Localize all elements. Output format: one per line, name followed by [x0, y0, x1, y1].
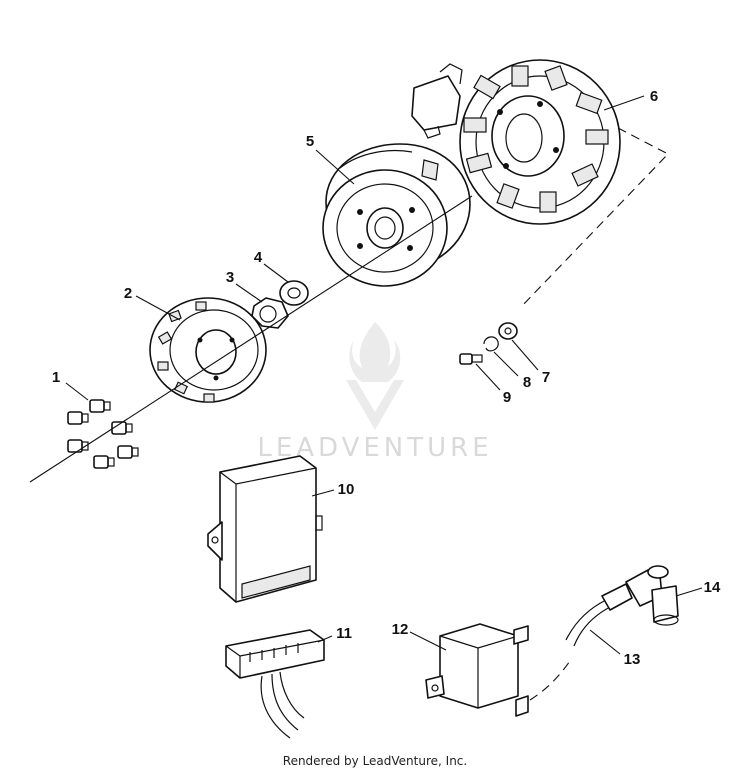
callout-1: 1	[52, 369, 60, 386]
callout-14: 14	[704, 579, 721, 596]
flat-washer-part[interactable]	[498, 322, 518, 340]
callout-4: 4	[254, 249, 263, 266]
flywheel-part[interactable]	[322, 143, 471, 287]
spark-plug-wire-part[interactable]	[565, 599, 613, 647]
callout-5: 5	[306, 133, 314, 150]
cdi-module-part[interactable]	[207, 455, 323, 603]
callout-8: 8	[523, 374, 531, 391]
callout-7: 7	[542, 369, 550, 386]
starter-cup-part[interactable]	[149, 297, 267, 403]
callout-6: 6	[650, 88, 658, 105]
bolt-set-part[interactable]	[67, 399, 139, 469]
callout-9: 9	[503, 389, 511, 406]
footer-credit: Rendered by LeadVenture, Inc.	[282, 754, 468, 768]
stator-part[interactable]	[411, 59, 621, 225]
washer-part[interactable]	[279, 280, 309, 306]
callout-11: 11	[336, 625, 352, 642]
callout-10: 10	[338, 481, 355, 498]
callout-13: 13	[624, 651, 641, 668]
lock-washer-part[interactable]	[483, 336, 499, 352]
ignition-coil-part[interactable]	[425, 623, 573, 717]
callout-2: 2	[124, 285, 132, 302]
connector-part[interactable]	[225, 629, 325, 739]
spark-plug-cap-part[interactable]	[601, 565, 679, 626]
watermark-logo	[346, 322, 404, 430]
callout-3: 3	[226, 269, 234, 286]
screw-part[interactable]	[459, 353, 483, 365]
callout-12: 12	[392, 621, 409, 638]
